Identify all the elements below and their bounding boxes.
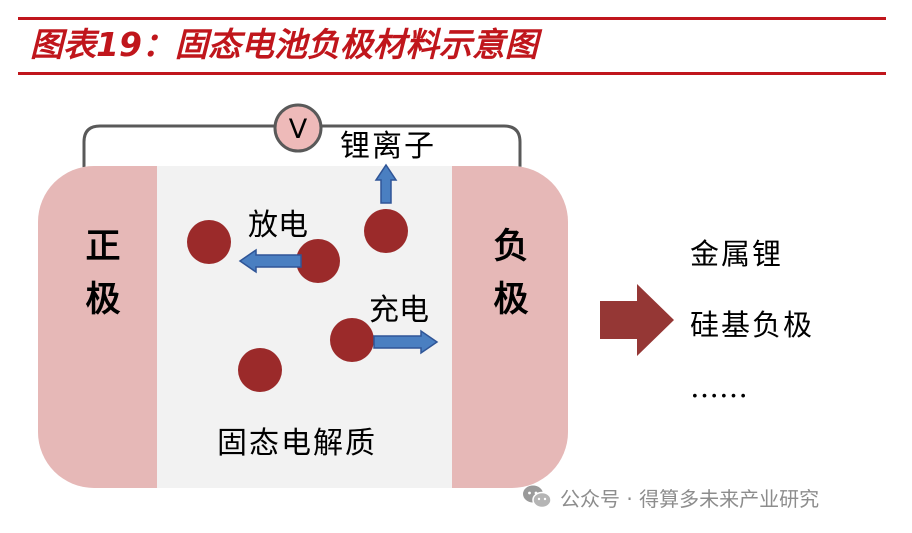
voltmeter-icon: V	[273, 103, 323, 153]
big-right-arrow-icon	[600, 284, 674, 356]
voltmeter-label: V	[289, 114, 308, 145]
lithium-ion	[238, 348, 282, 392]
material-list-item: ……	[690, 370, 748, 404]
charge-label: 充电	[369, 293, 429, 328]
positive-electrode-label: 正极	[80, 227, 121, 333]
charge-arrow-icon	[373, 329, 439, 355]
lithium-ion	[330, 318, 374, 362]
lithium-ion	[364, 209, 408, 253]
lithium-ion	[187, 220, 231, 264]
lithium-ion	[296, 239, 340, 283]
positive-electrode	[38, 166, 157, 488]
wechat-icon	[523, 485, 552, 509]
ion-up-arrow-icon	[374, 163, 398, 204]
negative-electrode	[452, 166, 568, 488]
discharge-arrow-icon	[238, 248, 302, 274]
material-list-item: 金属锂	[690, 237, 784, 271]
header-top-rule	[18, 17, 886, 20]
electrolyte-label: 固态电解质	[217, 426, 377, 461]
discharge-label: 放电	[248, 208, 308, 243]
watermark-text: 公众号 · 得算多未来产业研究	[560, 486, 820, 511]
lithium-ion-label: 锂离子	[340, 129, 436, 164]
circuit-wire	[82, 124, 522, 168]
figure-title: 图表19：固态电池负极材料示意图	[30, 25, 538, 64]
negative-electrode-label: 负极	[488, 227, 529, 333]
material-list-item: 硅基负极	[690, 308, 815, 342]
watermark: 公众号 · 得算多未来产业研究	[522, 480, 819, 514]
header-bottom-rule	[18, 72, 886, 75]
